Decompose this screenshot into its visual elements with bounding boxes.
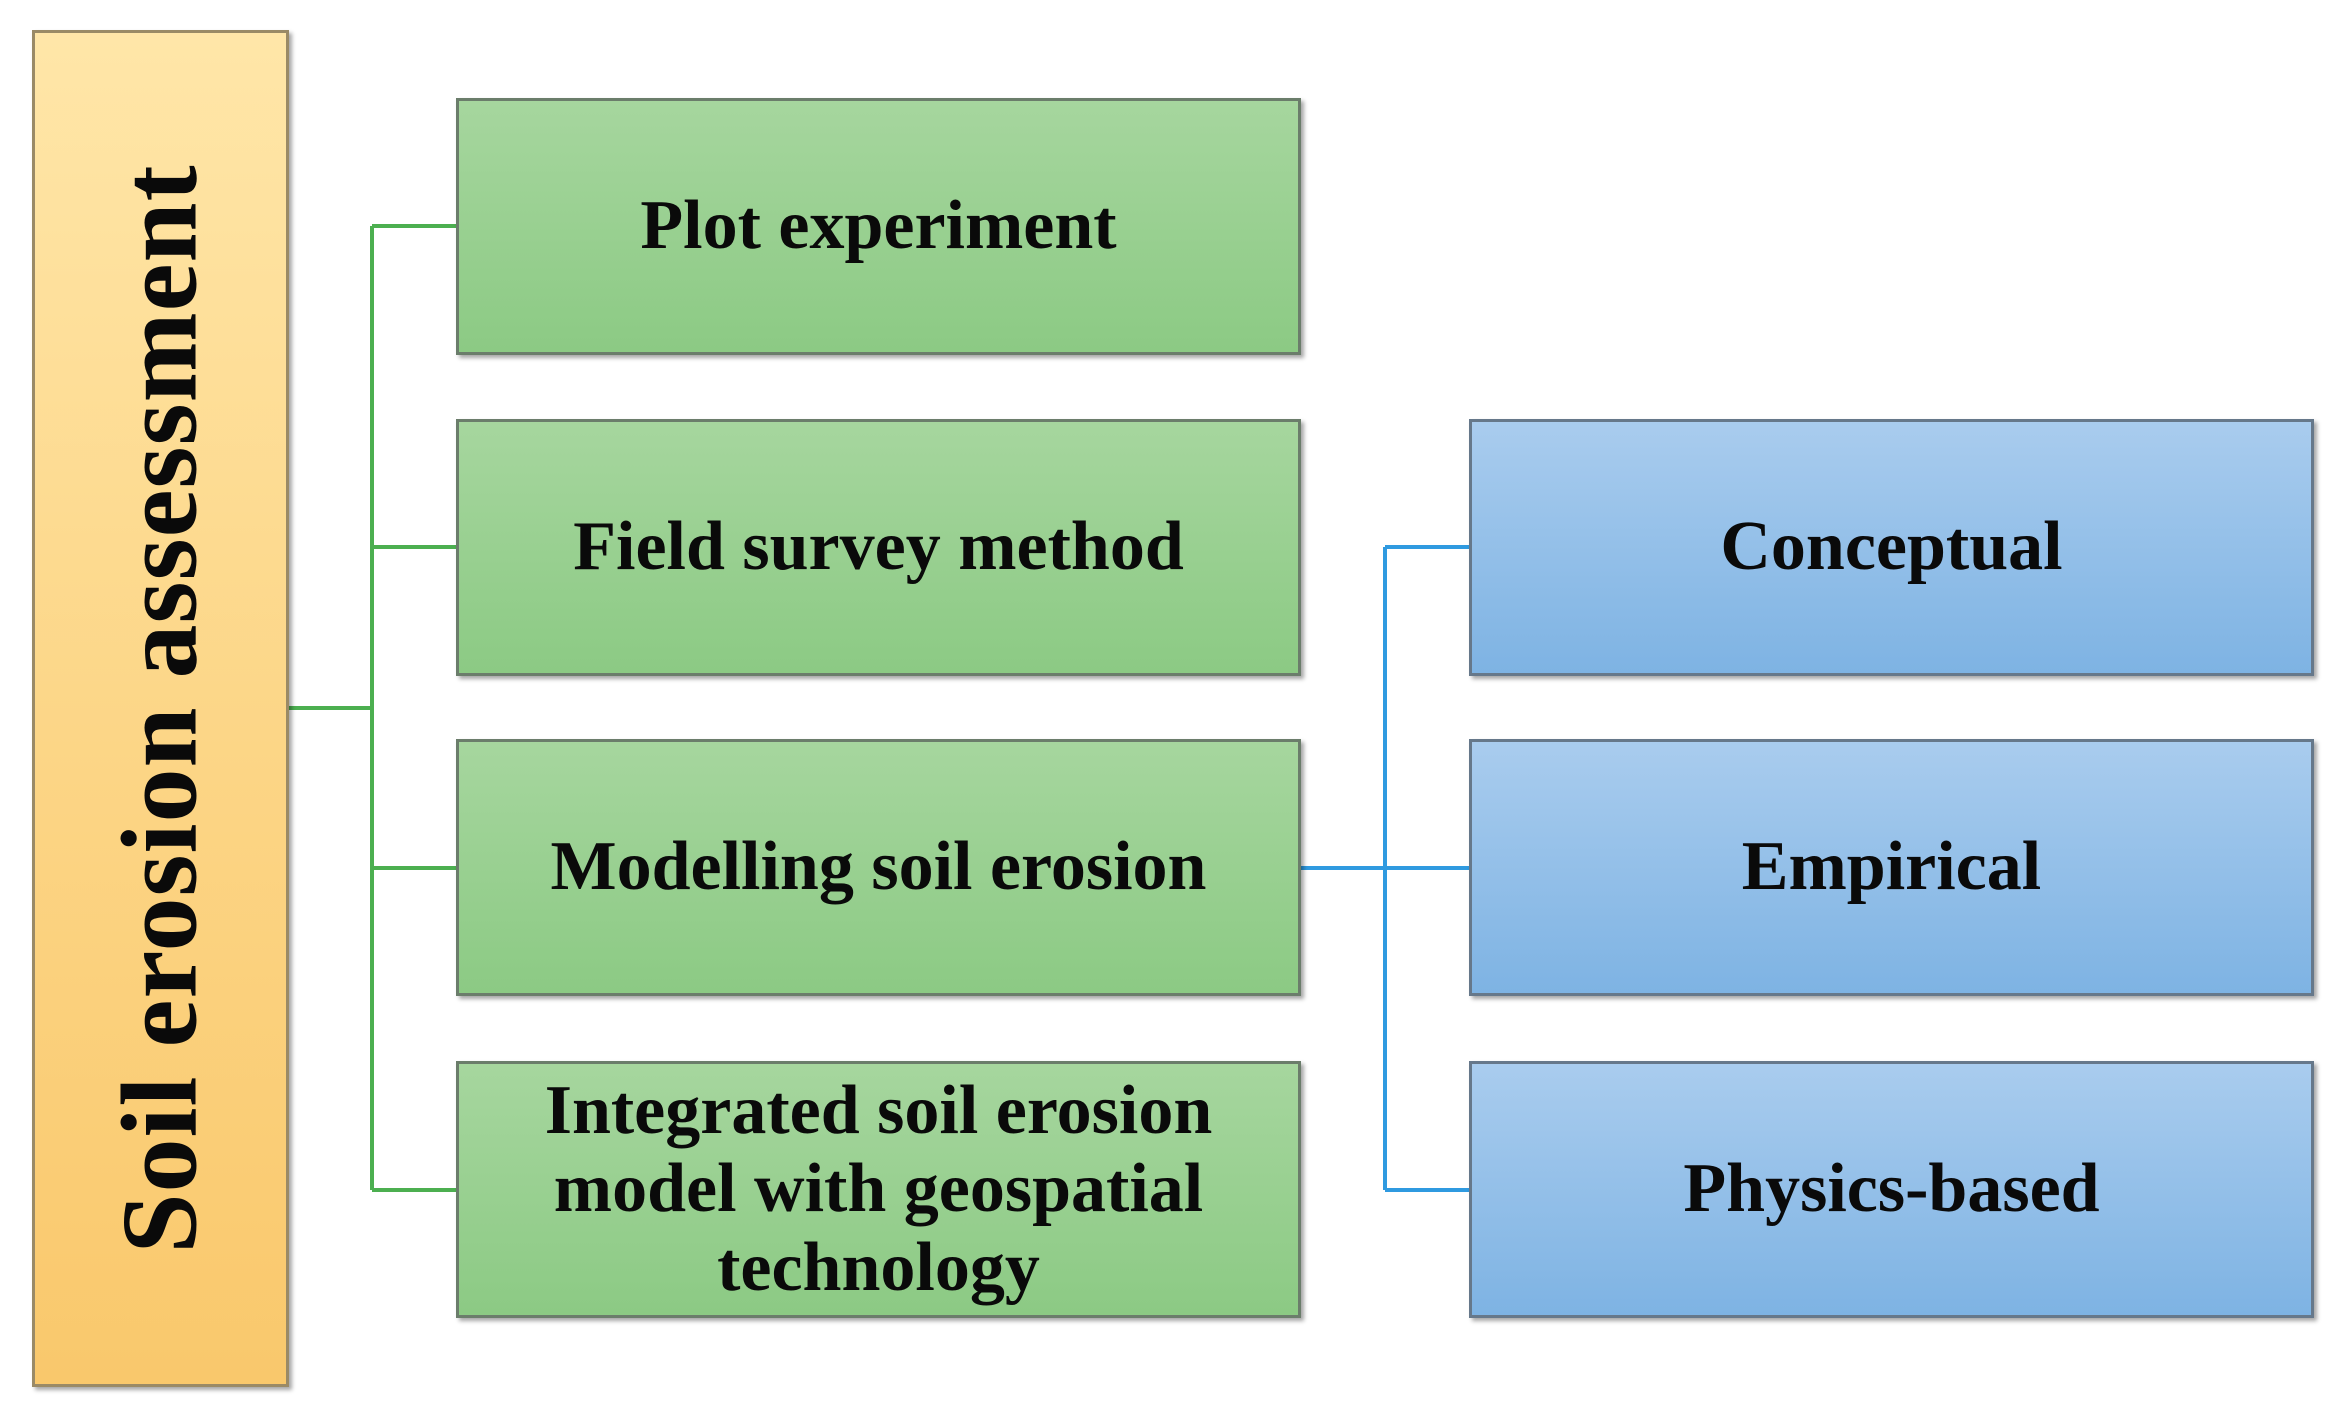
method-box-plot-experiment: Plot experiment (456, 98, 1301, 355)
model-box-empirical: Empirical (1469, 739, 2314, 996)
root-box-soil-erosion-assessment: Soil erosion assessment (32, 30, 289, 1387)
method-box-field-survey: Field survey method (456, 419, 1301, 676)
method-box-integrated-model: Integrated soil erosion model with geosp… (456, 1061, 1301, 1318)
method-box-modelling-soil-erosion: Modelling soil erosion (456, 739, 1301, 996)
method-label: Plot experiment (640, 187, 1117, 265)
method-label: Modelling soil erosion (550, 828, 1207, 906)
model-type-label: Conceptual (1720, 508, 2063, 586)
method-label: Field survey method (573, 508, 1184, 586)
model-type-label: Physics-based (1683, 1150, 2100, 1228)
method-label: Integrated soil erosion model with geosp… (544, 1071, 1213, 1306)
model-type-label: Empirical (1741, 828, 2042, 906)
model-box-conceptual: Conceptual (1469, 419, 2314, 676)
root-label: Soil erosion assessment (100, 163, 220, 1254)
model-box-physics-based: Physics-based (1469, 1061, 2314, 1318)
